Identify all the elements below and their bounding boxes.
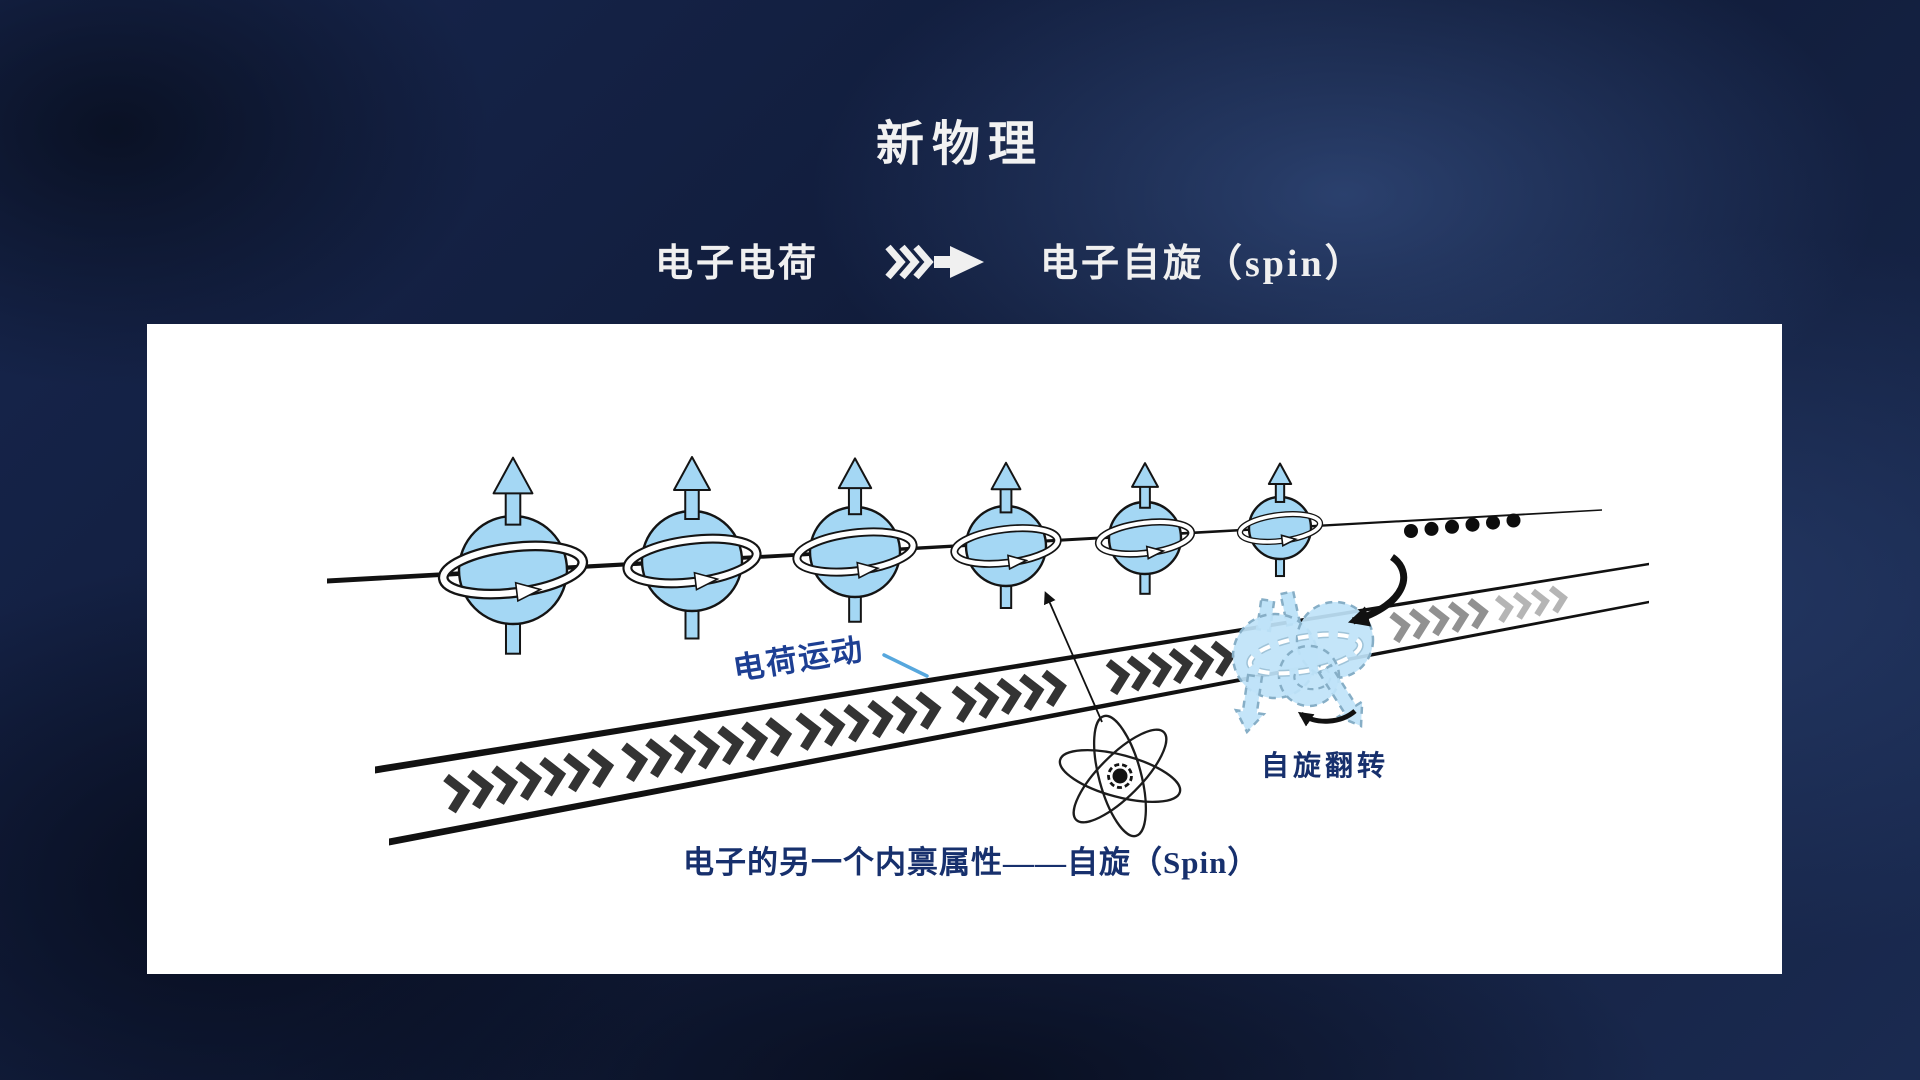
electron-sphere (964, 504, 1048, 588)
slide-title: 新物理 (875, 118, 1044, 171)
chevron-icon (765, 717, 793, 757)
rotation-band-icon (1236, 511, 1324, 548)
electron-sphere (1107, 500, 1183, 576)
figure-panel: 电荷运动 自旋翻转 电子的另一个内禀属性——自旋（Spin） (147, 324, 1782, 974)
chevron-icon (1530, 588, 1550, 617)
current-chevron-group (621, 717, 793, 783)
spin-flip-label: 自旋翻转 (1261, 751, 1390, 782)
electron-sphere (1247, 495, 1313, 561)
chevron-icon (1548, 585, 1568, 614)
chevron-icon (1408, 608, 1431, 640)
chevron-icon (467, 769, 495, 810)
chevron-icon (915, 691, 942, 730)
electron-sphere (457, 514, 569, 626)
chevron-icon (1126, 655, 1152, 692)
rotation-band-icon (1094, 518, 1196, 560)
chevron-icon (669, 734, 697, 774)
channel-bottom-line (389, 600, 1649, 846)
spin-arrow-head (1131, 462, 1159, 488)
spin-arrow-head (990, 461, 1022, 491)
physics-diagram (327, 456, 1649, 846)
chevron-icon (795, 712, 822, 751)
spin-arrow-head (837, 457, 873, 490)
flip-arrow-icon (1347, 554, 1408, 627)
current-chevron-group (795, 691, 942, 751)
label-tick-line (882, 653, 929, 678)
chevron-icon (645, 738, 673, 778)
chevron-icon (1428, 604, 1450, 637)
chevron-icon (1389, 611, 1411, 644)
ellipsis-dots (1404, 513, 1521, 538)
rotation-band-icon (622, 533, 762, 591)
chevron-icon (891, 695, 918, 734)
chevron-icon (1447, 601, 1470, 633)
subtitle-electron-spin: 电子自旋（spin） (1040, 243, 1366, 285)
chevron-icon (741, 721, 769, 761)
chevron-icon (1210, 640, 1236, 677)
chevron-icon (867, 699, 894, 739)
electron-spin-up (1236, 462, 1324, 578)
chevron-icon (1494, 595, 1514, 623)
chevron-icon (563, 752, 591, 793)
chevron-icon (1147, 651, 1173, 688)
chevron-icon (539, 756, 567, 797)
chevron-icon (491, 765, 519, 805)
electron-spin-up (437, 456, 589, 655)
chevron-icon (587, 748, 615, 789)
rotation-band-icon (792, 527, 918, 580)
chevron-icon (1467, 597, 1489, 630)
chevron-icon (1168, 648, 1194, 685)
chevron-icon (819, 708, 846, 747)
flip-hook-icon (1297, 708, 1357, 727)
rotation-band-icon (950, 524, 1062, 571)
chevron-icon (974, 681, 1000, 719)
electron-spin-up (622, 456, 762, 640)
flipped-spin-arrow (1233, 673, 1267, 735)
chevron-icon (1189, 644, 1215, 681)
chevron-icon (1019, 673, 1045, 711)
chevron-icon (996, 677, 1022, 715)
current-chevron-group (1494, 585, 1568, 623)
chevron-icon (717, 725, 745, 766)
current-chevron-group (1105, 640, 1236, 696)
spin-arrow-head (1267, 462, 1293, 485)
electron-sphere (640, 509, 744, 613)
spin-arrow-head (673, 456, 711, 491)
electron-spin-up (792, 457, 918, 623)
caption-intrinsic-spin: 电子的另一个内禀属性——自旋（Spin） (683, 845, 1260, 880)
current-chevron-group (443, 748, 615, 814)
chevron-icon (1041, 669, 1067, 708)
chevron-icon (843, 704, 870, 743)
current-chevron-group (1389, 597, 1489, 644)
spin-arrow-head (492, 456, 534, 495)
chevron-icon (951, 685, 977, 723)
chevron-icon (621, 742, 649, 783)
subtitle-electron-charge: 电子电荷 (655, 243, 820, 285)
current-chevron-group (951, 669, 1067, 723)
electron-sphere (808, 505, 902, 599)
implies-arrow-icon (885, 244, 984, 280)
electron-spin-up (1094, 462, 1196, 595)
chevron-icon (693, 729, 721, 770)
chevron-icon (1512, 591, 1532, 620)
chevron-icon (1105, 659, 1131, 696)
electron-pointer-arrow (1044, 591, 1103, 723)
electron-spin-up (950, 461, 1062, 609)
rotation-band-icon (437, 540, 589, 603)
chevron-icon (443, 773, 471, 814)
chevron-icon (515, 761, 543, 801)
atom-icon (1058, 714, 1182, 838)
